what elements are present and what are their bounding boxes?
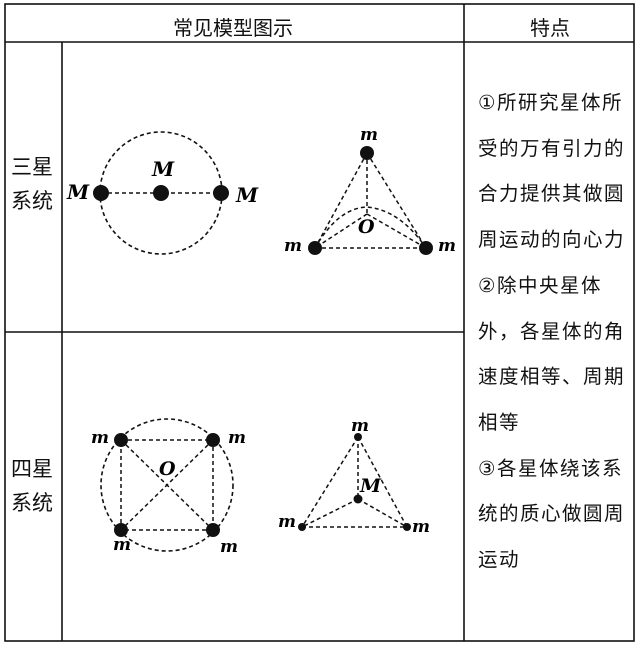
label-bottom-left: m	[113, 535, 131, 555]
four-star-triangle-diagram: m M m m	[278, 416, 430, 537]
label-bottom-left: m	[284, 236, 302, 256]
label-bottom-left: m	[278, 512, 296, 532]
star-bottom-right	[206, 523, 220, 537]
star-bottom-left	[114, 523, 128, 537]
three-star-line-diagram: M M M	[66, 131, 259, 255]
star-top	[354, 433, 362, 441]
star-top-right	[206, 433, 220, 447]
star-bottom-right	[419, 241, 433, 255]
label-bottom-right: m	[412, 517, 430, 537]
three-star-triangle-diagram: m m m O	[284, 125, 456, 256]
star-center	[353, 494, 363, 504]
label-top: m	[351, 416, 369, 436]
label-right: M	[235, 183, 259, 207]
label-top-right: m	[228, 428, 246, 448]
label-center-o: O	[358, 216, 375, 238]
four-star-square-diagram: m m m m O	[91, 418, 246, 557]
row-label-four-star: 四星 系统	[11, 452, 55, 520]
header-diagrams: 常见模型图示	[173, 16, 293, 40]
label-top: m	[360, 125, 378, 145]
row-label-line2: 系统	[11, 189, 53, 213]
label-center-o: O	[159, 458, 176, 480]
star-right	[213, 185, 229, 201]
row-label-line1: 三星	[11, 155, 53, 179]
header-features: 特点	[530, 16, 570, 40]
label-bottom-right: m	[220, 537, 238, 557]
star-bottom-right	[403, 523, 411, 531]
feature-2: ②除中央星体外，各星体的角速度相等、周期相等	[478, 273, 626, 434]
row-label-line1: 四星	[11, 457, 53, 481]
row-label-line2: 系统	[11, 491, 53, 515]
star-top-left	[114, 433, 128, 447]
label-top-left: m	[91, 428, 109, 448]
star-bottom-left	[308, 241, 322, 255]
label-center: M	[151, 157, 175, 181]
features-text: ①所研究星体所受的万有引力的合力提供其做圆周运动的向心力 ②除中央星体外，各星体…	[478, 80, 630, 583]
label-bottom-right: m	[438, 236, 456, 256]
star-left	[93, 185, 109, 201]
label-center-m: M	[359, 475, 382, 497]
feature-1: ①所研究星体所受的万有引力的合力提供其做圆周运动的向心力	[478, 91, 626, 252]
feature-3: ③各星体绕该系统的质心做圆周运动	[478, 456, 626, 572]
row-label-three-star: 三星 系统	[11, 150, 55, 218]
star-center	[153, 185, 169, 201]
label-left: M	[66, 180, 90, 204]
star-bottom-left	[298, 523, 306, 531]
star-top	[360, 146, 374, 160]
